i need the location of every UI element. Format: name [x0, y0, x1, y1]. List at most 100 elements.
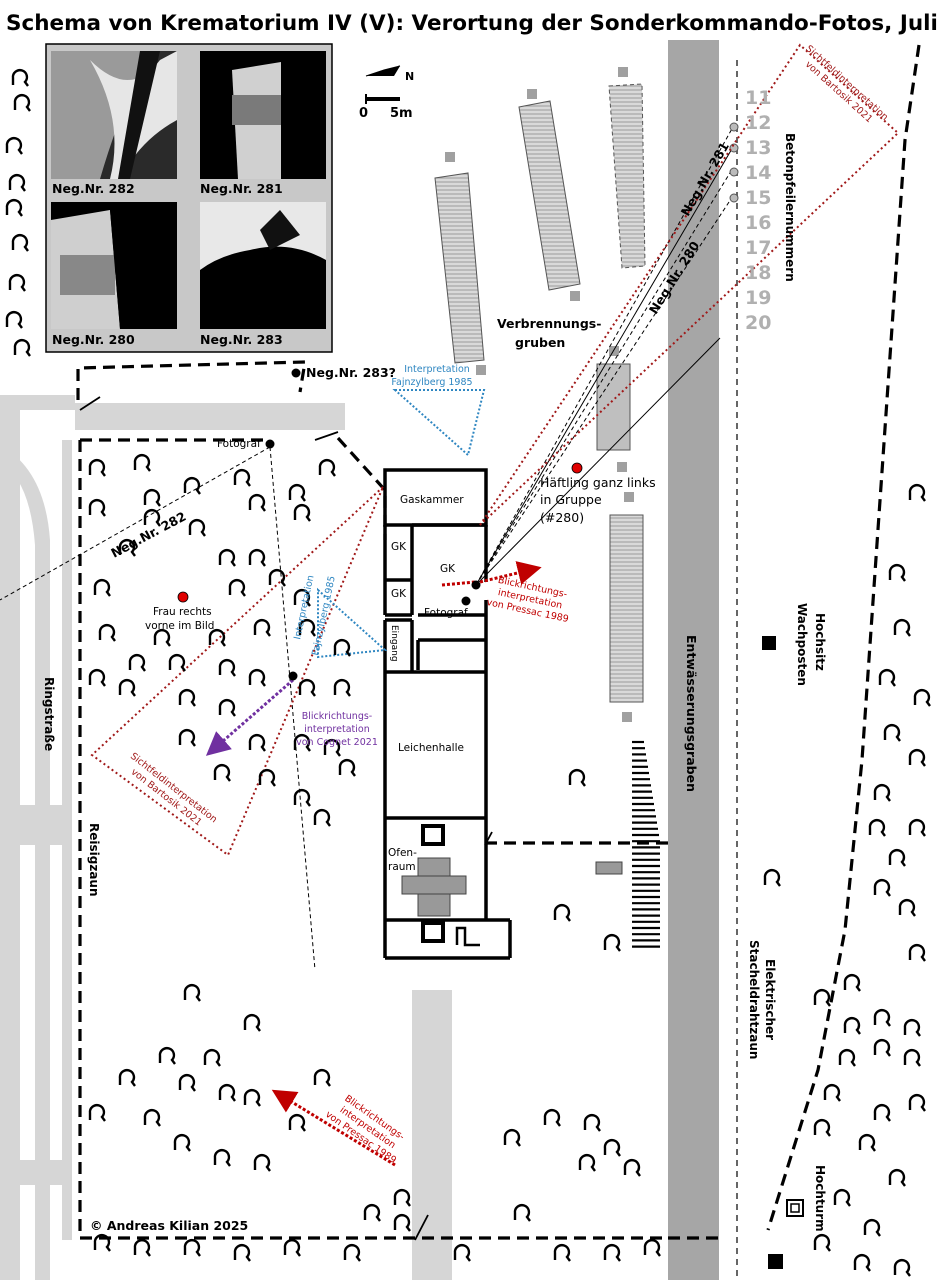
pillar-number: 15: [745, 187, 771, 209]
tree-icon: [878, 669, 896, 687]
cognet-arrow: [205, 678, 294, 756]
tree-icon: [288, 484, 306, 502]
tree-icon: [248, 494, 266, 512]
tree-icon: [133, 1239, 151, 1257]
pillar-dots: [729, 122, 739, 203]
tree-icon: [908, 819, 926, 837]
entwaesserungsgraben-ditch: [668, 40, 719, 1280]
tree-icon: [888, 849, 906, 867]
tree-icon: [813, 989, 831, 1007]
tree-icon: [98, 624, 116, 642]
tree-icon: [338, 759, 356, 777]
tree-icon: [88, 669, 106, 687]
ofenraum-label-1: Ofen-: [388, 847, 417, 859]
tree-icon: [843, 974, 861, 992]
tree-icon: [268, 569, 286, 587]
tree-icon: [578, 1154, 596, 1172]
tree-icon: [813, 1119, 831, 1137]
tree-icon: [888, 1169, 906, 1187]
tree-icon: [183, 1239, 201, 1257]
tree-icon: [13, 339, 31, 357]
tree-icon: [5, 311, 23, 329]
tree-icon: [313, 1069, 331, 1087]
tree-icon: [868, 819, 886, 837]
entwaesserungsgraben-label: Entwässerungsgraben: [684, 635, 699, 792]
reisigzaun-label: Reisigzaun: [87, 823, 101, 897]
tree-icon: [11, 234, 29, 252]
frau-label-2: vorne im Bild: [145, 620, 214, 632]
ovens: [401, 824, 623, 947]
photo-label-281: Neg.Nr. 281: [200, 181, 283, 196]
copyright: © Andreas Kilian 2025: [90, 1218, 248, 1233]
tree-icon: [218, 659, 236, 677]
tree-icon: [913, 689, 931, 707]
photo-280: [51, 202, 177, 329]
photo-281: [200, 51, 326, 179]
tree-icon: [553, 904, 571, 922]
tree-icon: [883, 724, 901, 742]
tree-icon: [218, 549, 236, 567]
tree-icon: [128, 654, 146, 672]
fajnzylberg-mid-field: [317, 587, 388, 659]
tree-icon: [5, 137, 23, 155]
fotograf-top-dot: [265, 439, 275, 449]
pillar-number: 11: [745, 87, 771, 109]
tree-icon: [843, 1017, 861, 1035]
tree-icon: [873, 1039, 891, 1057]
photo-label-282: Neg.Nr. 282: [52, 181, 135, 196]
tree-icon: [908, 944, 926, 962]
frau-label-1: Frau rechts: [153, 606, 212, 618]
tree-icon: [583, 1114, 601, 1132]
tree-icon: [178, 1074, 196, 1092]
tree-icon: [363, 1204, 381, 1222]
tree-icon: [513, 1204, 531, 1222]
position-dots: [177, 368, 583, 681]
pillar-number: 19: [745, 287, 771, 309]
pillar-number: 16: [745, 212, 771, 234]
tree-icon: [298, 679, 316, 697]
tree-icon: [393, 1214, 411, 1232]
tree-icon: [283, 1239, 301, 1257]
verbrennungsgruben-label-1: Verbrennungs-: [497, 316, 601, 331]
tree-icon: [893, 1259, 911, 1277]
pillar-number: 13: [745, 137, 771, 159]
scale-five: 5m: [390, 106, 413, 121]
watch-posts: [762, 636, 804, 1269]
hochturm-marker: [768, 1254, 783, 1269]
tree-icon: [603, 1139, 621, 1157]
tree-icon: [863, 1219, 881, 1237]
scale-zero: 0: [359, 106, 368, 121]
tree-icon: [568, 769, 586, 787]
tree-icon: [243, 1089, 261, 1107]
fotograf-inner-label: Fotograf: [424, 607, 468, 619]
tree-icon: [248, 734, 266, 752]
verbrennungsgruben-label-2: gruben: [515, 335, 565, 350]
tree-icon: [8, 174, 26, 192]
tree-icon: [203, 1049, 221, 1067]
north-label: N: [405, 70, 414, 83]
haeftling-dot: [571, 462, 583, 474]
tree-icon: [253, 619, 271, 637]
tree-icon: [838, 1049, 856, 1067]
photo-282: [51, 51, 177, 179]
pillar-number: 12: [745, 112, 771, 134]
tree-icon: [228, 579, 246, 597]
tree-icon: [233, 469, 251, 487]
tree-icon: [8, 274, 26, 292]
tree-icon: [93, 1234, 111, 1252]
pillar-number: 18: [745, 262, 771, 284]
leichenhalle-label: Leichenhalle: [398, 742, 464, 754]
fotograf-top-label: Fotograf: [217, 438, 261, 450]
gk-label-3: GK: [391, 588, 407, 600]
tree-icon: [133, 454, 151, 472]
pillar-markers: [445, 67, 634, 722]
gk-label-2: GK: [440, 563, 456, 575]
tree-icon: [888, 564, 906, 582]
tree-icon: [13, 94, 31, 112]
tree-icon: [178, 729, 196, 747]
tree-icon: [333, 639, 351, 657]
hochsitz-marker: [762, 636, 776, 650]
tree-icon: [248, 549, 266, 567]
tree-icon: [903, 1049, 921, 1067]
